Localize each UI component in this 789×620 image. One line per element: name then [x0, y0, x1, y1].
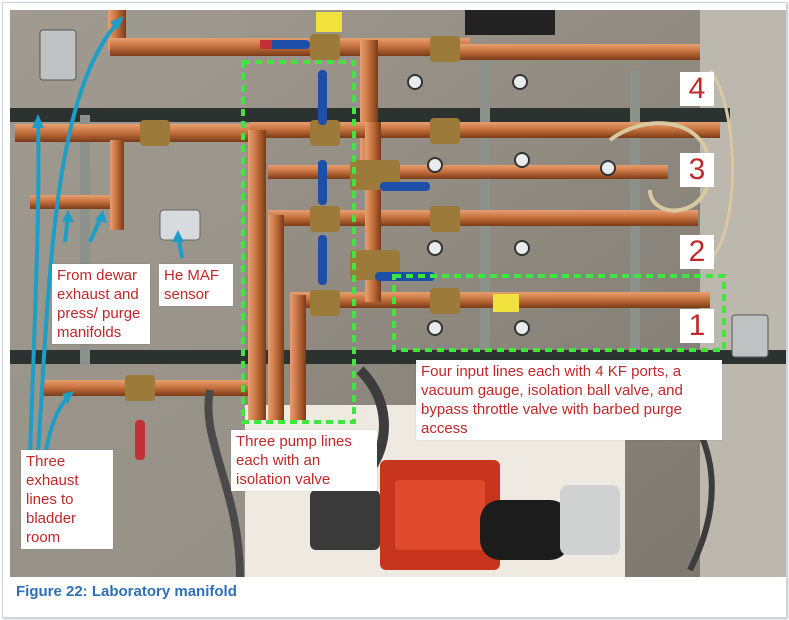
figure-caption: Figure 22: Laboratory manifold — [16, 583, 237, 600]
line-number-3: 3 — [680, 153, 714, 187]
label-he-maf-sensor: He MAF sensor — [159, 264, 233, 306]
label-four-input-lines: Four input lines each with 4 KF ports, a… — [416, 360, 722, 440]
manifold-photo — [10, 10, 786, 577]
label-three-exhaust-lines: Three exhaust lines to bladder room — [21, 450, 113, 549]
line-number-2: 2 — [680, 235, 714, 269]
label-dewar-exhaust: From dewar exhaust and press/ purge mani… — [52, 264, 150, 344]
label-three-pump-lines: Three pump lines each with an isolation … — [231, 430, 377, 491]
line-number-4: 4 — [680, 72, 714, 106]
line-number-1: 1 — [680, 309, 714, 343]
manifold-photo-drawing — [10, 10, 786, 577]
